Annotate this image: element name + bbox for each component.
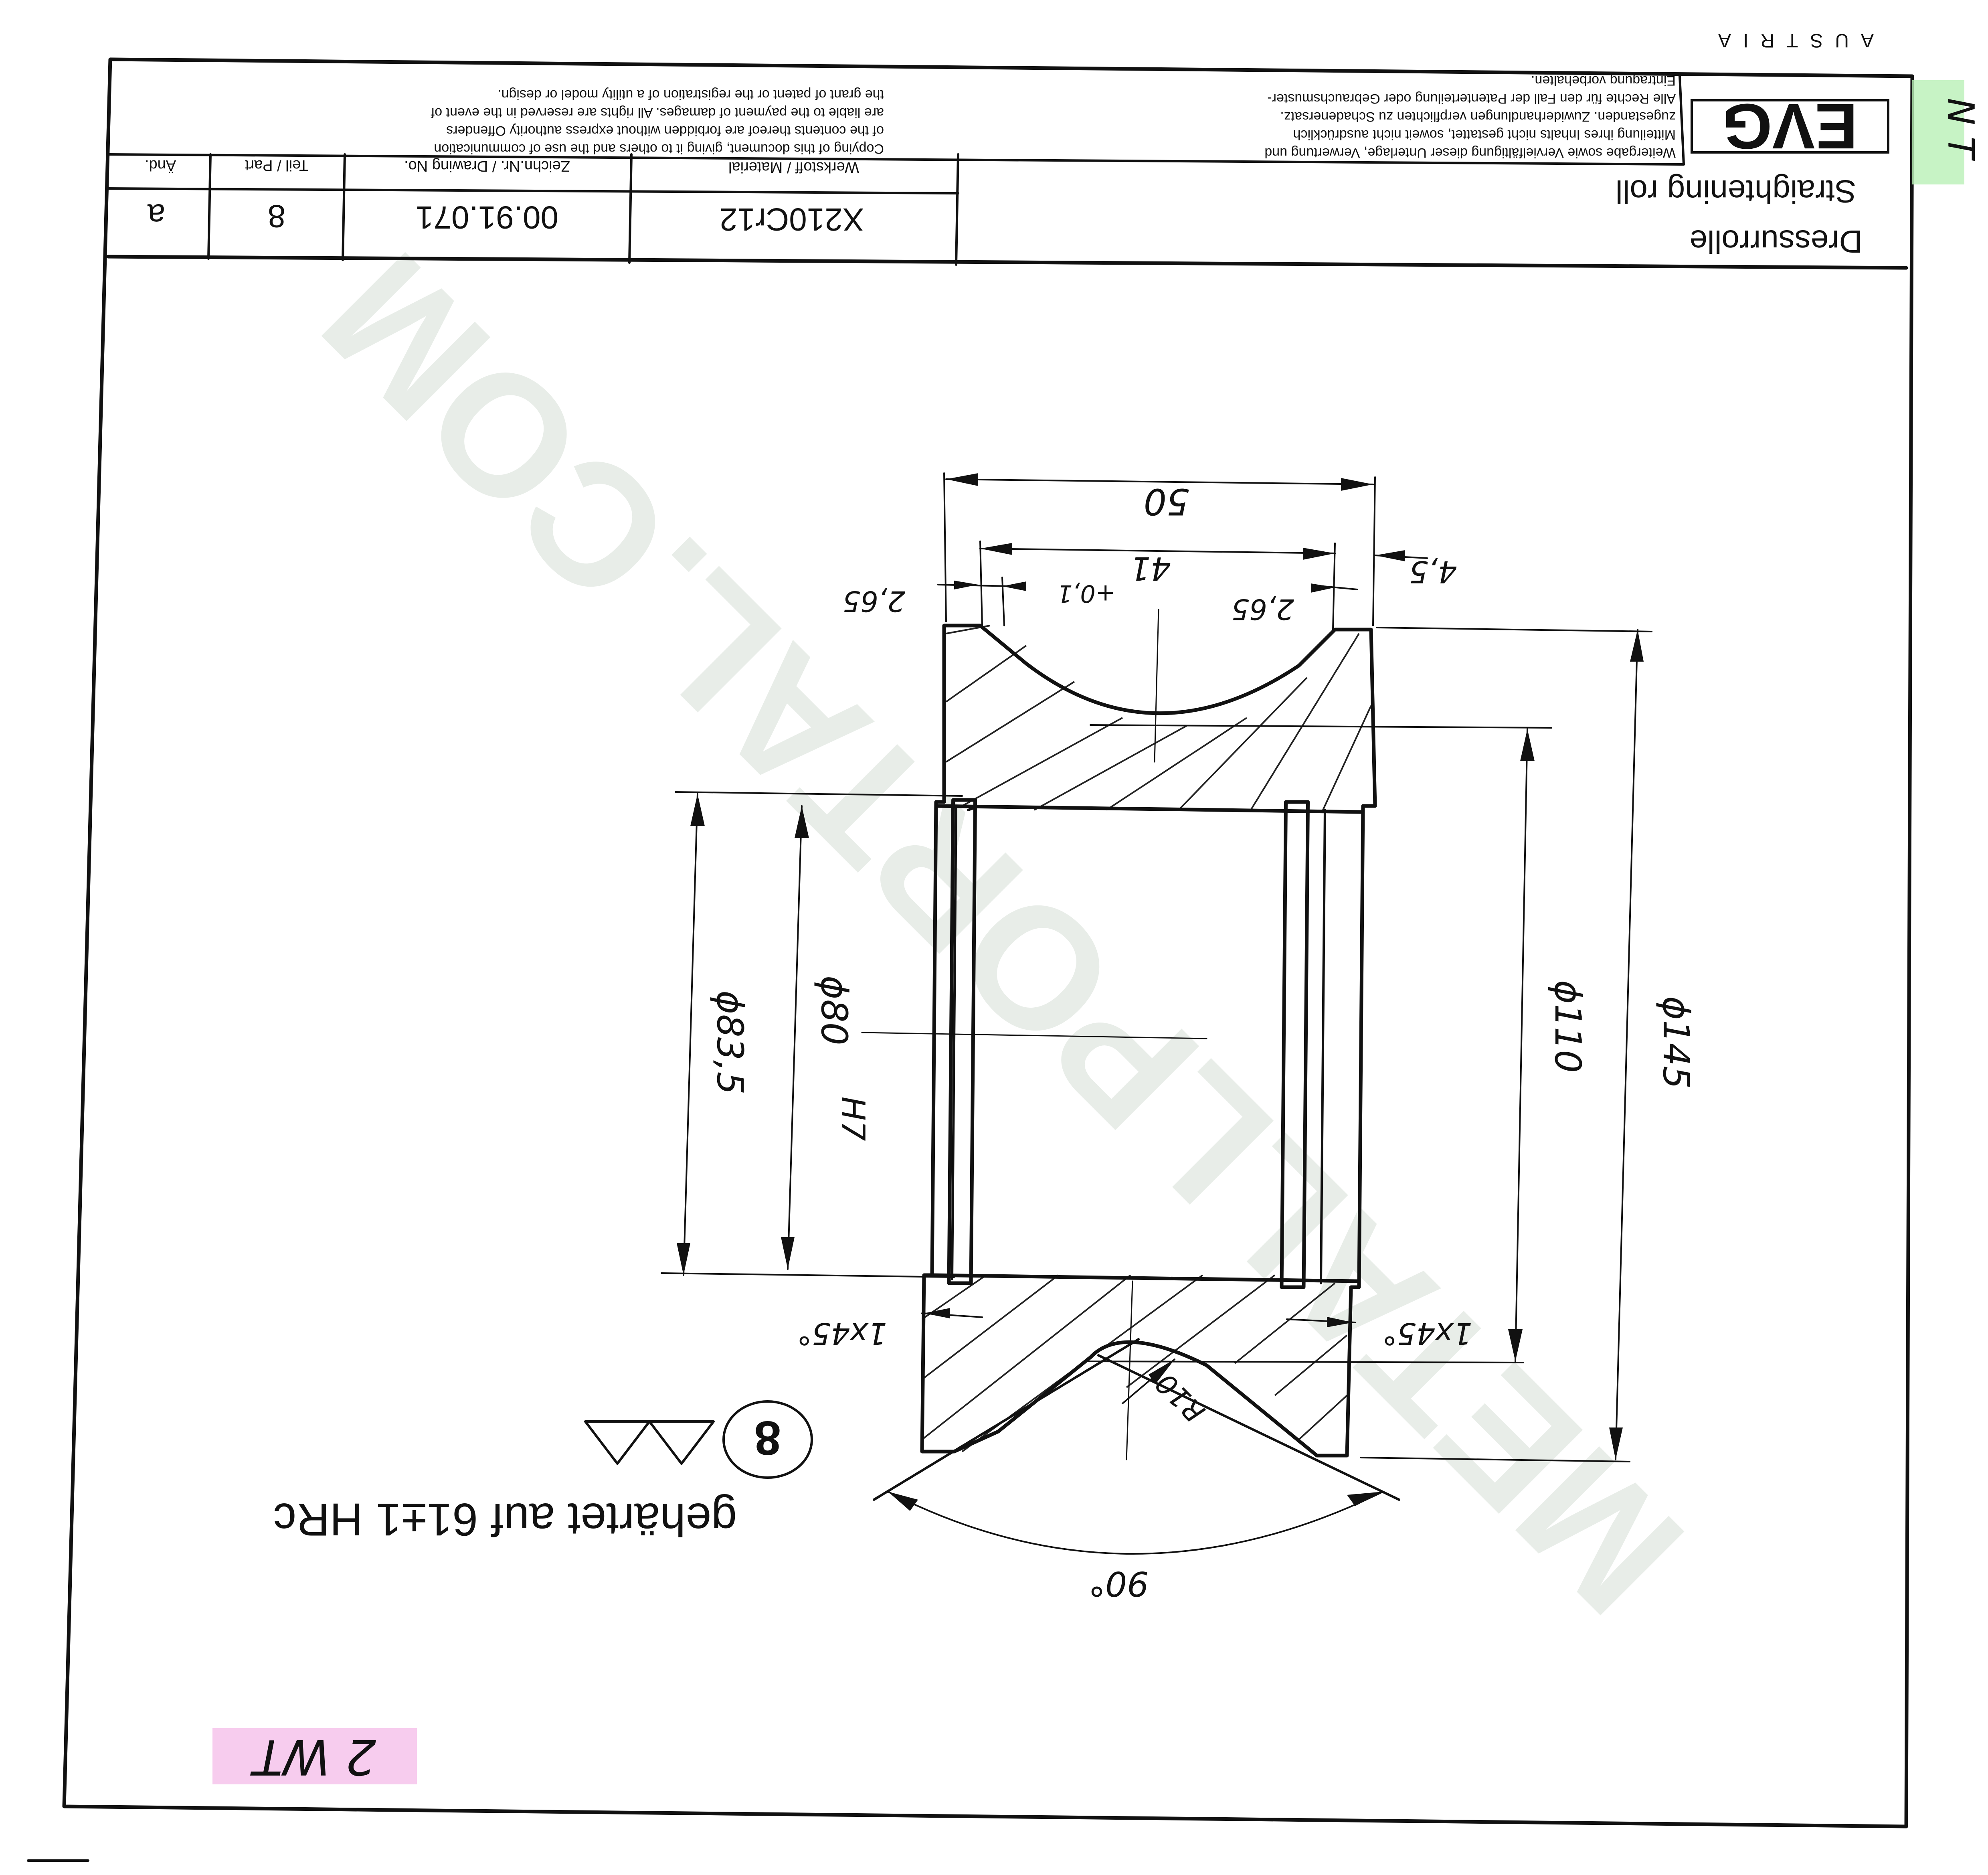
revision-label: Änd.: [145, 157, 176, 174]
title-de: Dressurrolle: [1689, 224, 1862, 259]
item-number: 8: [754, 1411, 781, 1465]
revision-value: a: [147, 198, 165, 233]
material-label: Werkstoff / Material: [728, 159, 859, 176]
copyright-en-line: of the contents thereof are forbidden wi…: [446, 123, 884, 138]
drawing-notes: 8 gehärtet auf 61±1 HRc: [273, 1400, 813, 1545]
handwritten-stamp-text: 2 WT: [250, 1729, 376, 1784]
dim-width-total: 50: [1144, 480, 1190, 522]
surface-finish-symbol: [584, 1420, 715, 1465]
item-number-bubble: [722, 1400, 813, 1479]
dim-dia-outer: ϕ145: [1655, 996, 1697, 1089]
copyright-en-line: Copying of this document, giving it to o…: [434, 141, 884, 156]
dim-chamfer-left: 2,65: [843, 585, 905, 618]
section-hatching-upper: [945, 625, 1372, 811]
dim-dia-groove: ϕ110: [1547, 980, 1589, 1073]
section-hatching-lower: [921, 1274, 1348, 1452]
dim-chamfer-right: 2,65: [1232, 593, 1294, 626]
handwritten-corner-text: N T: [1939, 98, 1982, 161]
dim-dia-bore: ϕ80: [813, 976, 855, 1045]
dim-bore-fit: H7: [834, 1096, 872, 1141]
part-value: 8: [268, 198, 286, 234]
drawing-no-label: Zeichn.Nr. / Drawing No.: [404, 158, 570, 174]
drawing-no-value: 00.91.071: [416, 200, 558, 235]
roll-outline: [920, 624, 1377, 1458]
sheet-frame: [62, 57, 1914, 1828]
roll-section-view: [861, 609, 1552, 1501]
company-logo: EVG AUSTRIA: [1691, 30, 1889, 162]
dim-groove-width-tolerance: +0,1: [1057, 579, 1116, 607]
title-block: EVG AUSTRIA Weitergabe sowie Vervielfält…: [106, 30, 1908, 270]
title-en: Straightening roll: [1616, 174, 1856, 209]
copyright-de-line: Mitteilung ihres Inhalts nicht gestattet…: [1293, 127, 1676, 142]
copyright-en-line: the grant of patent or the registration …: [498, 87, 884, 102]
hardening-note: gehärtet auf 61±1 HRc: [273, 1494, 737, 1545]
handwritten-stamp: 2 WT: [212, 1728, 417, 1784]
dim-edge-chamfer-right: 1x45°: [1382, 1316, 1472, 1351]
dimension-set: 50 41 +0,1 4,5 2,65 2,65 ϕ145 ϕ110: [661, 472, 1697, 1603]
dim-edge-chamfer-left: 1x45°: [797, 1316, 887, 1351]
copyright-en: Copying of this document, giving it to o…: [431, 87, 884, 156]
copyright-en-line: are liable to the payment of damages. Al…: [431, 105, 884, 120]
dim-groove-angle: 90°: [1088, 1563, 1149, 1603]
material-value: X210Cr12: [720, 202, 864, 237]
copyright-de-line: Weitergabe sowie Vervielfältigung dieser…: [1264, 145, 1676, 160]
watermark: METALLPORTAL.COM: [287, 218, 1719, 1650]
copyright-de-line: Alle Rechte für den Fall der Patentertei…: [1267, 91, 1676, 106]
logo-text: EVG: [1722, 91, 1858, 162]
dim-dia-recess: ϕ83,5: [709, 990, 751, 1095]
part-label: Teil / Part: [245, 157, 308, 174]
copyright-de-line: Eintragung vorbehalten.: [1531, 73, 1676, 88]
dim-groove-width: 41: [1130, 550, 1171, 587]
dim-offset-right: 4,5: [1409, 554, 1457, 589]
copyright-de: Weitergabe sowie Vervielfältigung dieser…: [1264, 73, 1676, 160]
handwritten-corner-mark: N T: [1912, 80, 1982, 184]
copyright-de-line: zugestanden. Zuwiderhandlungen verpflich…: [1280, 109, 1676, 124]
logo-subtext: AUSTRIA: [1706, 30, 1874, 51]
